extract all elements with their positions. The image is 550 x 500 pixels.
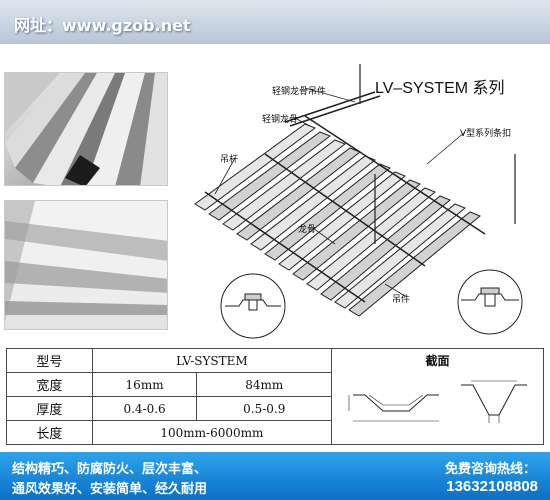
table-row: 长度 100mm-6000mm [6, 420, 544, 445]
spec-table: 型号 LV-SYSTEM 截面 宽度 16mm 84mm 厚度 [6, 348, 544, 445]
hanger-rods [359, 64, 516, 244]
product-photo-closeup [4, 72, 168, 186]
diagram-title: LV–SYSTEM 系列 [375, 80, 505, 97]
slogan-line-2: 通风效果好、安装简单、经久耐用 [12, 482, 208, 497]
footer-banner: 结构精巧、防腐防火、层次丰富、 通风效果好、安装简单、经久耐用 免费咨询热线： … [0, 452, 550, 500]
callout-v-strip-clip: V型系列条扣 [460, 129, 512, 139]
callout-hanger-rod: 吊杆 [220, 155, 239, 165]
site-url[interactable]: 网址：www.gzob.net [14, 16, 191, 35]
hotline-number[interactable]: 13632108808 [446, 478, 538, 495]
callout-hanger-part: 吊件 [392, 295, 411, 305]
model-value: LV-SYSTEM [91, 348, 333, 373]
cross-section-drawings [348, 380, 527, 423]
row-label: 厚度 [6, 396, 93, 421]
v-strip-photo-image [5, 73, 167, 185]
detail-circle-left [220, 273, 286, 339]
hotline-label: 免费咨询热线： [444, 462, 536, 477]
light-keel-top [284, 91, 381, 127]
detail-circle-right [457, 269, 523, 335]
ceiling-photo-image [5, 201, 167, 329]
row-label: 长度 [6, 420, 93, 445]
cell-value: 16mm [91, 372, 198, 397]
installation-diagram [194, 64, 523, 339]
table-row: 宽度 16mm 84mm [6, 372, 544, 397]
header-banner: 网址：www.gzob.net [0, 0, 550, 44]
callout-leaders [214, 87, 466, 297]
model-label: 型号 [6, 348, 93, 373]
cross-section-title: 截面 [425, 354, 450, 368]
table-row: 厚度 0.4-0.6 0.5-0.9 [6, 396, 544, 421]
v-strip-panels [194, 123, 481, 317]
row-label: 宽度 [6, 372, 93, 397]
callout-keel: 龙骨 [298, 225, 317, 235]
carrier-keels [204, 115, 486, 303]
product-photo-perspective [4, 200, 168, 330]
callout-light-keel-hanger: 轻钢龙骨吊件 [272, 87, 327, 97]
slogan-line-1: 结构精巧、防腐防火、层次丰富、 [12, 462, 208, 477]
cell-value: 0.5-0.9 [196, 396, 333, 421]
cell-value: 100mm-6000mm [91, 420, 333, 445]
cell-value: 0.4-0.6 [91, 396, 198, 421]
cell-value: 84mm [196, 372, 333, 397]
cross-section-cell: 截面 [331, 348, 544, 445]
callout-light-keel: 轻钢龙骨 [262, 115, 299, 125]
table-row: 型号 LV-SYSTEM 截面 [6, 348, 544, 445]
